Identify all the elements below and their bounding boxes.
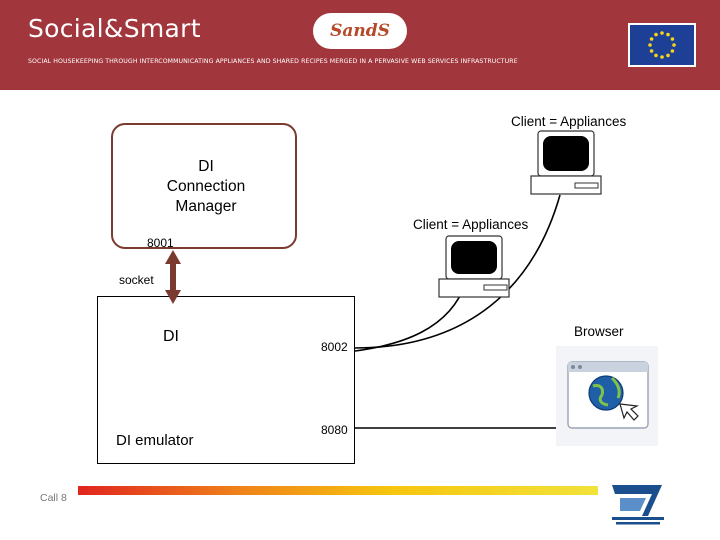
connection-manager-box	[111, 123, 297, 249]
connection-manager-line-3: Manager	[175, 198, 237, 215]
fp7-logo-icon	[612, 485, 664, 525]
sands-logo: SandS	[313, 13, 407, 49]
connection-manager-label: DI Connection Manager	[113, 157, 299, 217]
connection-manager-line-2: Connection	[166, 178, 246, 195]
browser-label: Browser	[574, 324, 624, 339]
di-label: DI	[163, 328, 179, 345]
sands-logo-text: SandS	[330, 21, 390, 41]
client-appliances-top-label: Client = Appliances	[511, 114, 627, 129]
eu-flag-icon	[628, 23, 696, 67]
connection-manager-line-1: DI	[198, 158, 214, 175]
socket-label: socket	[119, 273, 154, 287]
link-8002-to-client-top	[354, 194, 561, 349]
eu-stars-icon	[648, 31, 676, 59]
project-tagline: SOCIAL HOUSEKEEPING THROUGH INTERCOMMUNI…	[28, 58, 518, 65]
di-emulator-box	[97, 296, 355, 464]
browser-globe-icon	[556, 346, 658, 446]
computer-icon-top	[530, 130, 602, 195]
di-emulator-label: DI emulator	[116, 432, 194, 449]
brand-title: Social&Smart	[28, 14, 201, 43]
header-banner: Social&Smart SandS SOCIAL HOUSEKEEPING T…	[0, 0, 720, 90]
socket-double-arrow	[165, 250, 181, 304]
port-8002-label: 8002	[321, 340, 348, 354]
footer-gradient-bar	[78, 486, 598, 495]
client-appliances-mid-label: Client = Appliances	[413, 217, 529, 232]
call-footer-label: Call 8	[40, 492, 67, 504]
port-8080-label: 8080	[321, 423, 348, 437]
port-8001-label: 8001	[147, 236, 174, 250]
computer-icon-mid	[438, 235, 510, 298]
